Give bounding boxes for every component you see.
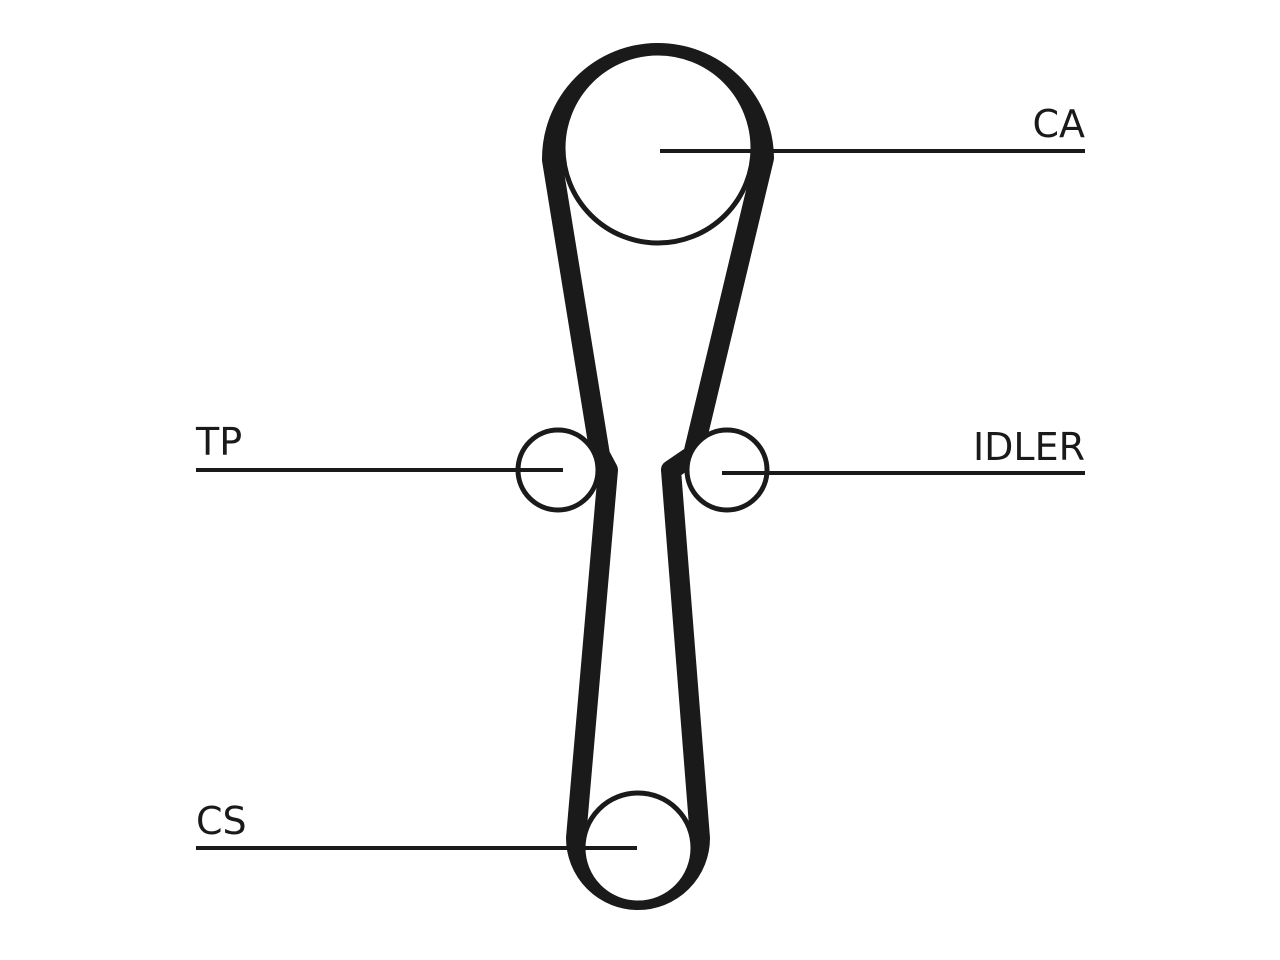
- tp-label: TP: [195, 420, 242, 464]
- ca-label: CA: [1032, 102, 1085, 146]
- cs-label: CS: [196, 799, 247, 843]
- camshaft-pulley: [560, 50, 756, 246]
- idler-label: IDLER: [973, 425, 1085, 469]
- idler-pulley: [684, 427, 770, 513]
